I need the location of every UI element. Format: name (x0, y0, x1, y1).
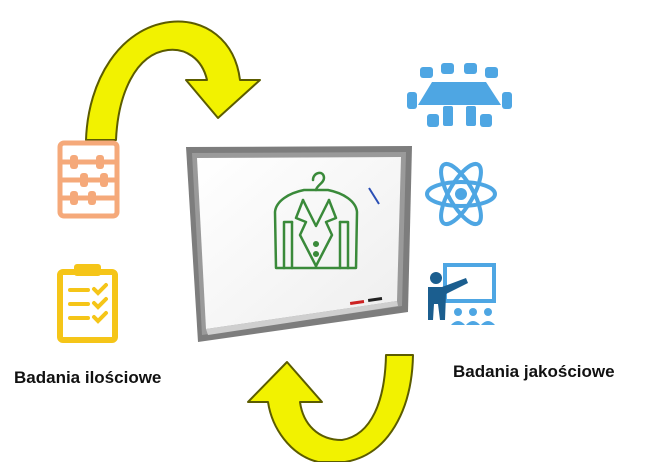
top-arrow-icon (85, 20, 261, 141)
whiteboard-icon (186, 146, 412, 342)
bottom-arrow-icon (247, 354, 414, 462)
conference-table-icon (407, 63, 512, 127)
atom-icon (425, 161, 497, 227)
qualitative-research-label: Badania jakościowe (453, 362, 615, 381)
quantitative-research-label: Badania ilościowe (14, 368, 162, 387)
teacher-presentation-icon (428, 263, 496, 325)
abacus-icon (57, 140, 120, 219)
clipboard-checklist-icon (57, 264, 118, 343)
garment-bag-icon (273, 171, 359, 270)
